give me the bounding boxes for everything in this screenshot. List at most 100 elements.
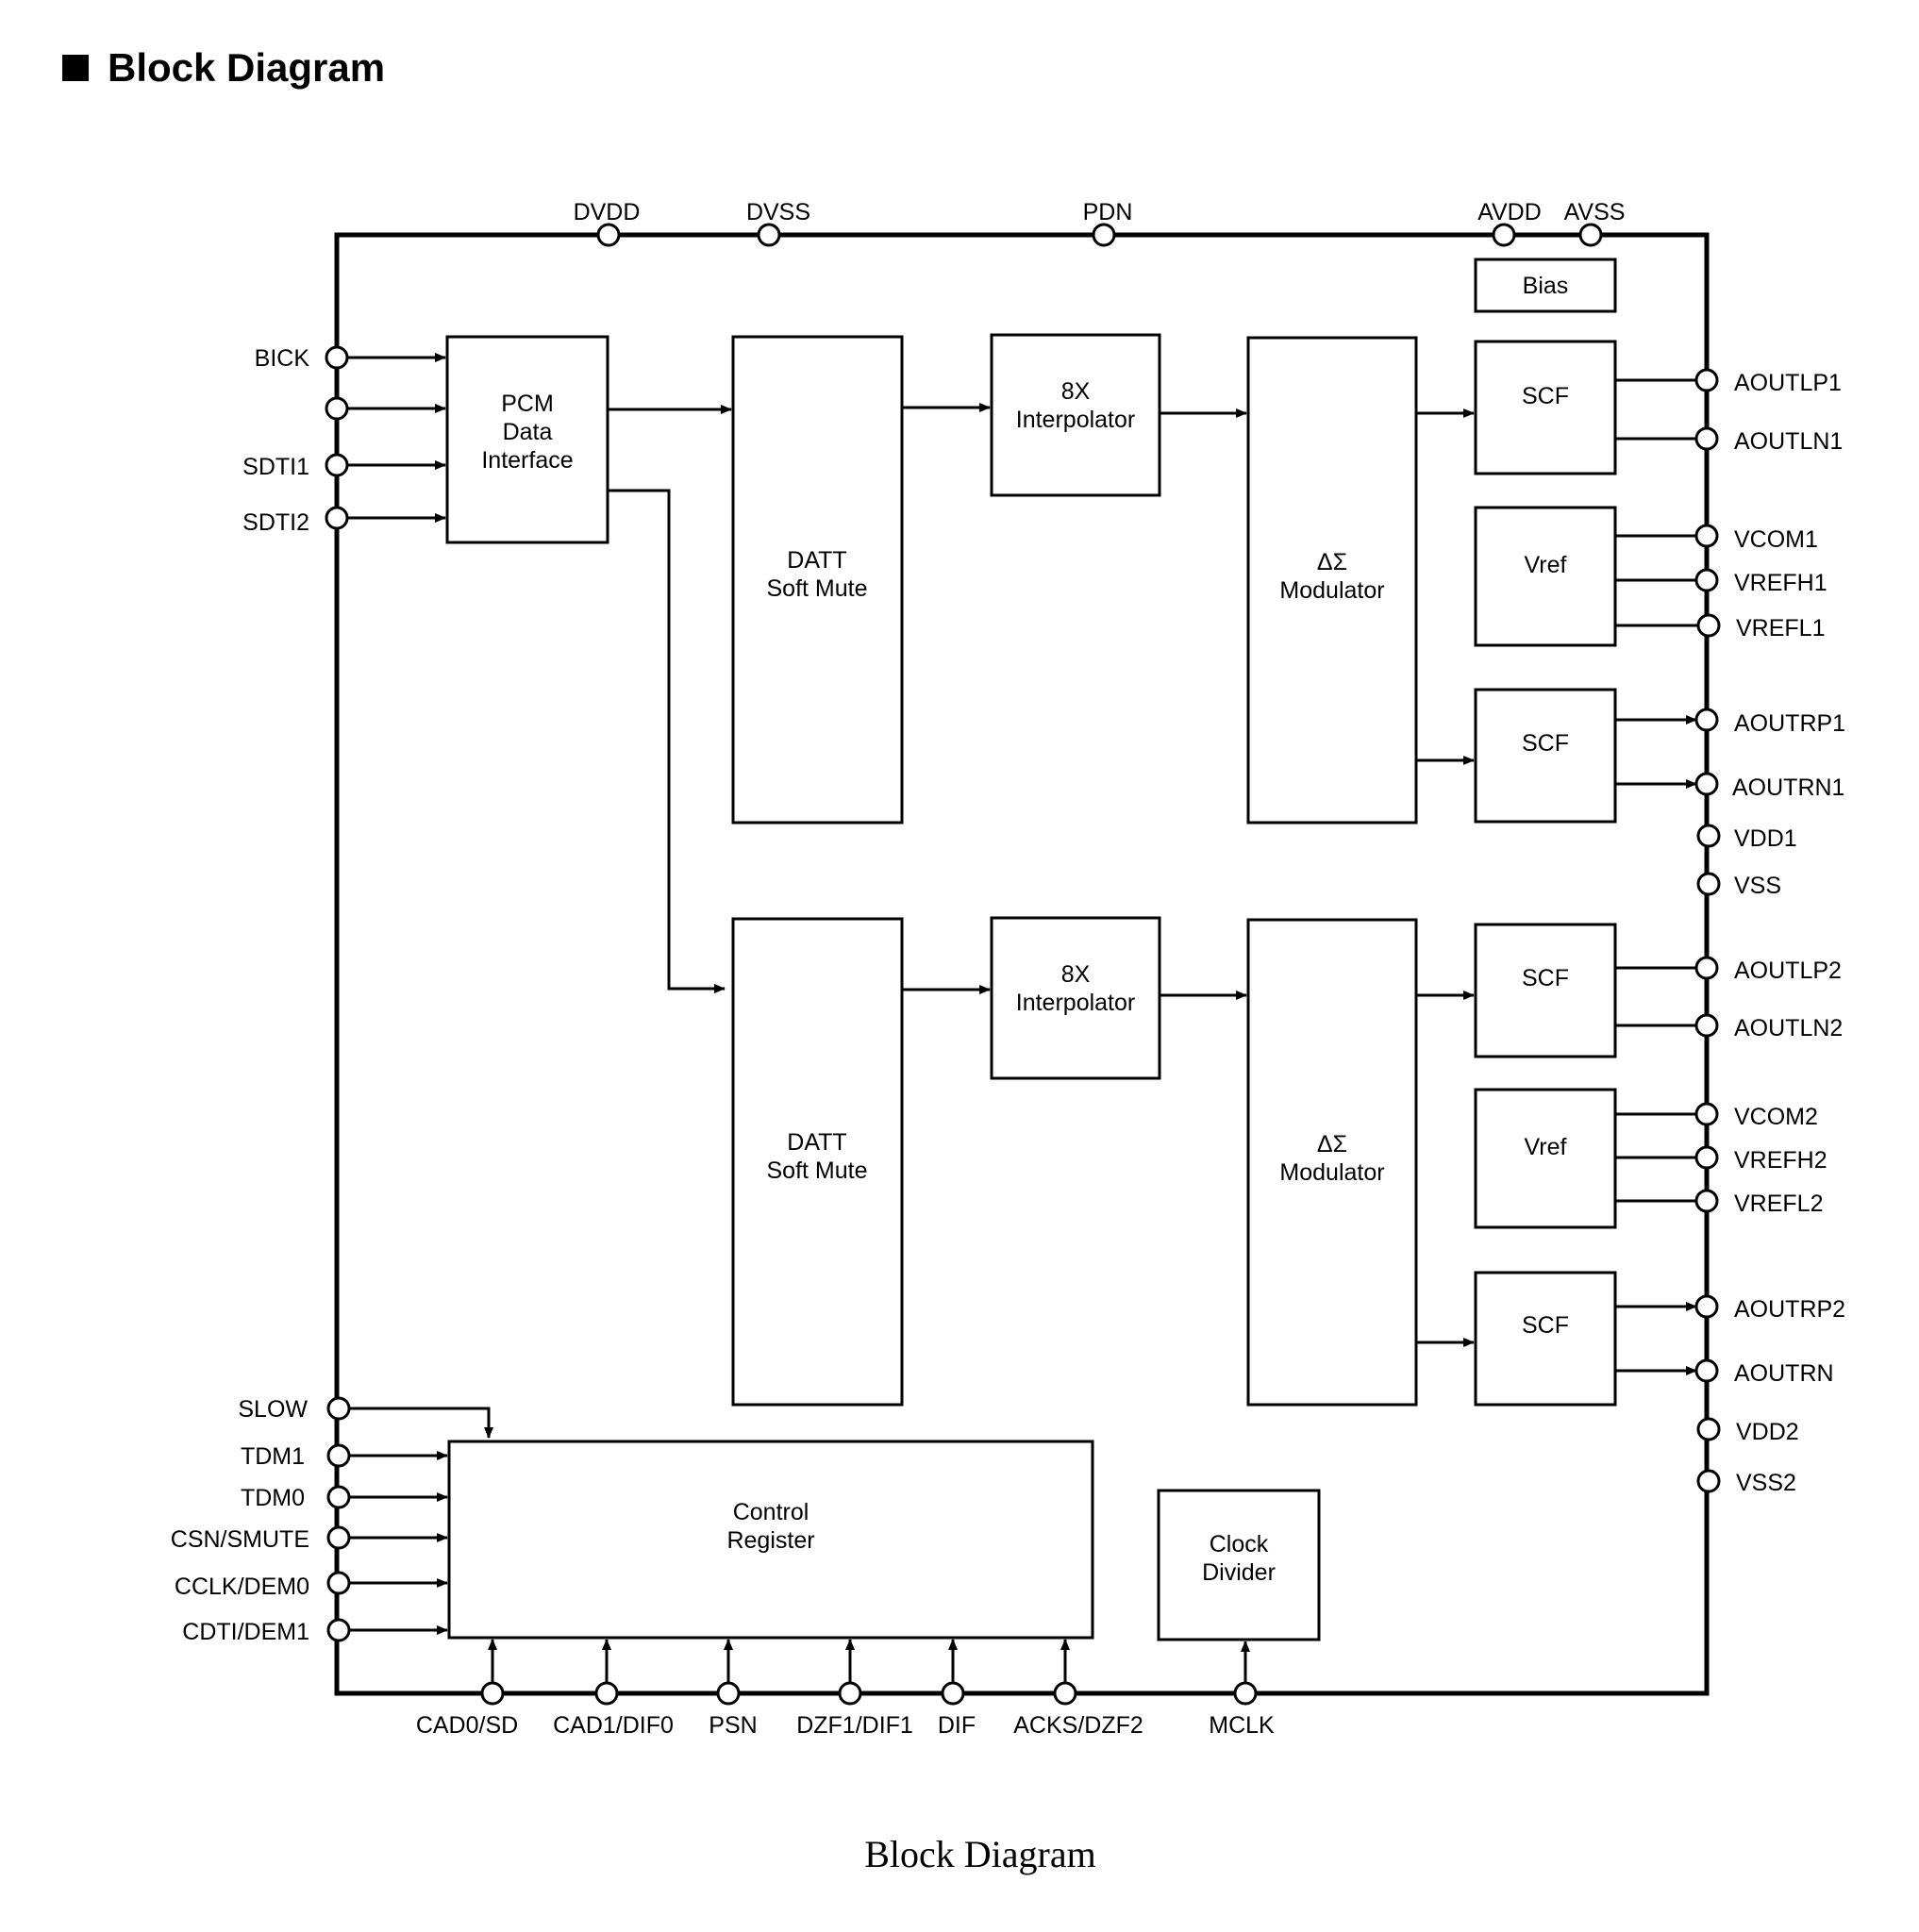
scf-block-rch2 <box>1474 1271 1617 1407</box>
pin-label-aoutrn1: AOUTRN1 <box>1732 774 1844 801</box>
clock-label-line1: Clock <box>1210 1531 1269 1557</box>
pin-label-bick: BICK <box>255 345 310 372</box>
pin-label-cdti-dem1: CDTI/DEM1 <box>182 1619 309 1645</box>
interp2-label-line2: Interpolator <box>1016 990 1135 1016</box>
pin-label-csn-smute: CSN/SMUTE <box>171 1526 309 1553</box>
pin-vss <box>1696 872 1721 896</box>
bias-block <box>1474 258 1617 313</box>
pin-aoutrp1 <box>1694 708 1719 732</box>
interpolator-block-2 <box>990 916 1161 1080</box>
pin-vrefh2 <box>1694 1145 1719 1170</box>
pin-vcom1 <box>1694 524 1719 548</box>
pin-aoutlp1 <box>1694 368 1719 392</box>
pin-unlabeled <box>325 396 349 421</box>
vref-label-1: Vref <box>1525 552 1567 578</box>
vref-block-2 <box>1474 1088 1617 1229</box>
datt-soft-mute-block-2 <box>731 917 904 1407</box>
pin-slow <box>326 1396 351 1421</box>
pin-aoutrn1 <box>1694 772 1719 796</box>
pin-label-vrefl1: VREFL1 <box>1736 615 1825 641</box>
control-register-block <box>447 1440 1094 1640</box>
scf-block-lch2 <box>1474 923 1617 1058</box>
pin-mclk <box>1233 1681 1258 1706</box>
control-label-line2: Register <box>726 1527 814 1554</box>
vref-block-1 <box>1474 506 1617 647</box>
pin-csn-smute <box>326 1525 351 1550</box>
pin-tdm0 <box>326 1485 351 1509</box>
datt1-label-line2: Soft Mute <box>767 575 868 602</box>
pin-label-aoutrp2: AOUTRP2 <box>1734 1296 1845 1323</box>
pin-label-vrefh1: VREFH1 <box>1734 570 1827 596</box>
square-bullet-icon <box>62 55 89 81</box>
pin-cdti-dem1 <box>326 1618 351 1642</box>
pin-bick <box>325 345 349 370</box>
pin-label-vss: VSS <box>1734 873 1781 899</box>
mod2-label-line2: Modulator <box>1279 1159 1384 1186</box>
clock-divider-block <box>1157 1489 1321 1641</box>
bias-label: Bias <box>1523 273 1569 299</box>
pin-dvdd <box>596 223 621 247</box>
pin-aoutln1 <box>1694 426 1719 451</box>
pin-label-dvss: DVSS <box>746 199 810 225</box>
pin-label-vdd2: VDD2 <box>1736 1419 1799 1445</box>
pcm-data-interface-block <box>445 335 609 544</box>
pin-label-vcom2: VCOM2 <box>1734 1104 1818 1130</box>
pin-aoutlp2 <box>1694 956 1719 980</box>
pin-acks-dzf2 <box>1053 1681 1077 1706</box>
pin-cclk-dem0 <box>326 1571 351 1595</box>
pin-label-vcom1: VCOM1 <box>1734 526 1818 553</box>
datt2-label-line1: DATT <box>787 1129 846 1156</box>
pin-label-sdti2: SDTI2 <box>242 509 309 536</box>
datt1-label-line1: DATT <box>787 547 846 574</box>
clock-label-line2: Divider <box>1202 1559 1276 1586</box>
pin-psn <box>716 1681 741 1706</box>
vref-label-2: Vref <box>1525 1134 1567 1160</box>
modulator-block-2 <box>1246 918 1418 1407</box>
pin-label-acks-dzf2: ACKS/DZF2 <box>1013 1712 1143 1739</box>
interpolator-block-1 <box>990 333 1161 497</box>
pin-dzf1-dif1 <box>838 1681 862 1706</box>
pin-aoutrn <box>1694 1358 1719 1383</box>
pin-aoutrp2 <box>1694 1294 1719 1319</box>
pin-aoutln2 <box>1694 1013 1719 1038</box>
pin-label-tdm0: TDM0 <box>241 1485 305 1511</box>
pin-label-aoutln2: AOUTLN2 <box>1734 1015 1843 1041</box>
pin-vrefl1 <box>1696 613 1721 638</box>
pcm-label-line2: Data <box>503 419 553 445</box>
pin-label-aoutlp1: AOUTLP1 <box>1734 370 1842 396</box>
pin-sdti1 <box>325 453 349 477</box>
mod1-label-line2: Modulator <box>1279 577 1384 604</box>
scf-label-4: SCF <box>1522 1312 1569 1339</box>
control-label-line1: Control <box>733 1499 809 1525</box>
scf-block-lch1 <box>1474 340 1617 475</box>
modulator-block-1 <box>1246 336 1418 824</box>
scf-label-3: SCF <box>1522 965 1569 991</box>
pin-tdm1 <box>326 1443 351 1468</box>
scf-label-1: SCF <box>1522 383 1569 409</box>
pin-vss2 <box>1696 1469 1721 1493</box>
pin-cad1-dif0 <box>594 1681 619 1706</box>
pin-label-vss2: VSS2 <box>1736 1470 1796 1496</box>
pin-label-dif: DIF <box>938 1712 976 1739</box>
pin-vdd2 <box>1696 1417 1721 1441</box>
mod1-label-line1: ΔΣ <box>1317 549 1347 575</box>
pin-label-tdm1: TDM1 <box>241 1443 305 1470</box>
pcm-label-line1: PCM <box>501 391 554 417</box>
pin-label-aoutln1: AOUTLN1 <box>1734 428 1843 455</box>
figure-caption: Block Diagram <box>864 1833 1096 1875</box>
mod2-label-line1: ΔΣ <box>1317 1131 1347 1158</box>
pin-vdd1 <box>1696 824 1721 848</box>
datt-soft-mute-block-1 <box>731 335 904 824</box>
pin-label-psn: PSN <box>709 1712 757 1739</box>
page-title: Block Diagram <box>108 45 386 90</box>
pin-vrefl2 <box>1694 1189 1719 1213</box>
pin-label-cclk-dem0: CCLK/DEM0 <box>175 1574 309 1600</box>
scf-block-rch1 <box>1474 688 1617 824</box>
pin-label-aoutrp1: AOUTRP1 <box>1734 710 1845 737</box>
pin-label-dvdd: DVDD <box>574 199 641 225</box>
pin-label-mclk: MCLK <box>1209 1712 1275 1739</box>
interp1-label-line1: 8X <box>1061 378 1091 405</box>
pin-vcom2 <box>1694 1102 1719 1126</box>
pin-label-avdd: AVDD <box>1477 199 1542 225</box>
